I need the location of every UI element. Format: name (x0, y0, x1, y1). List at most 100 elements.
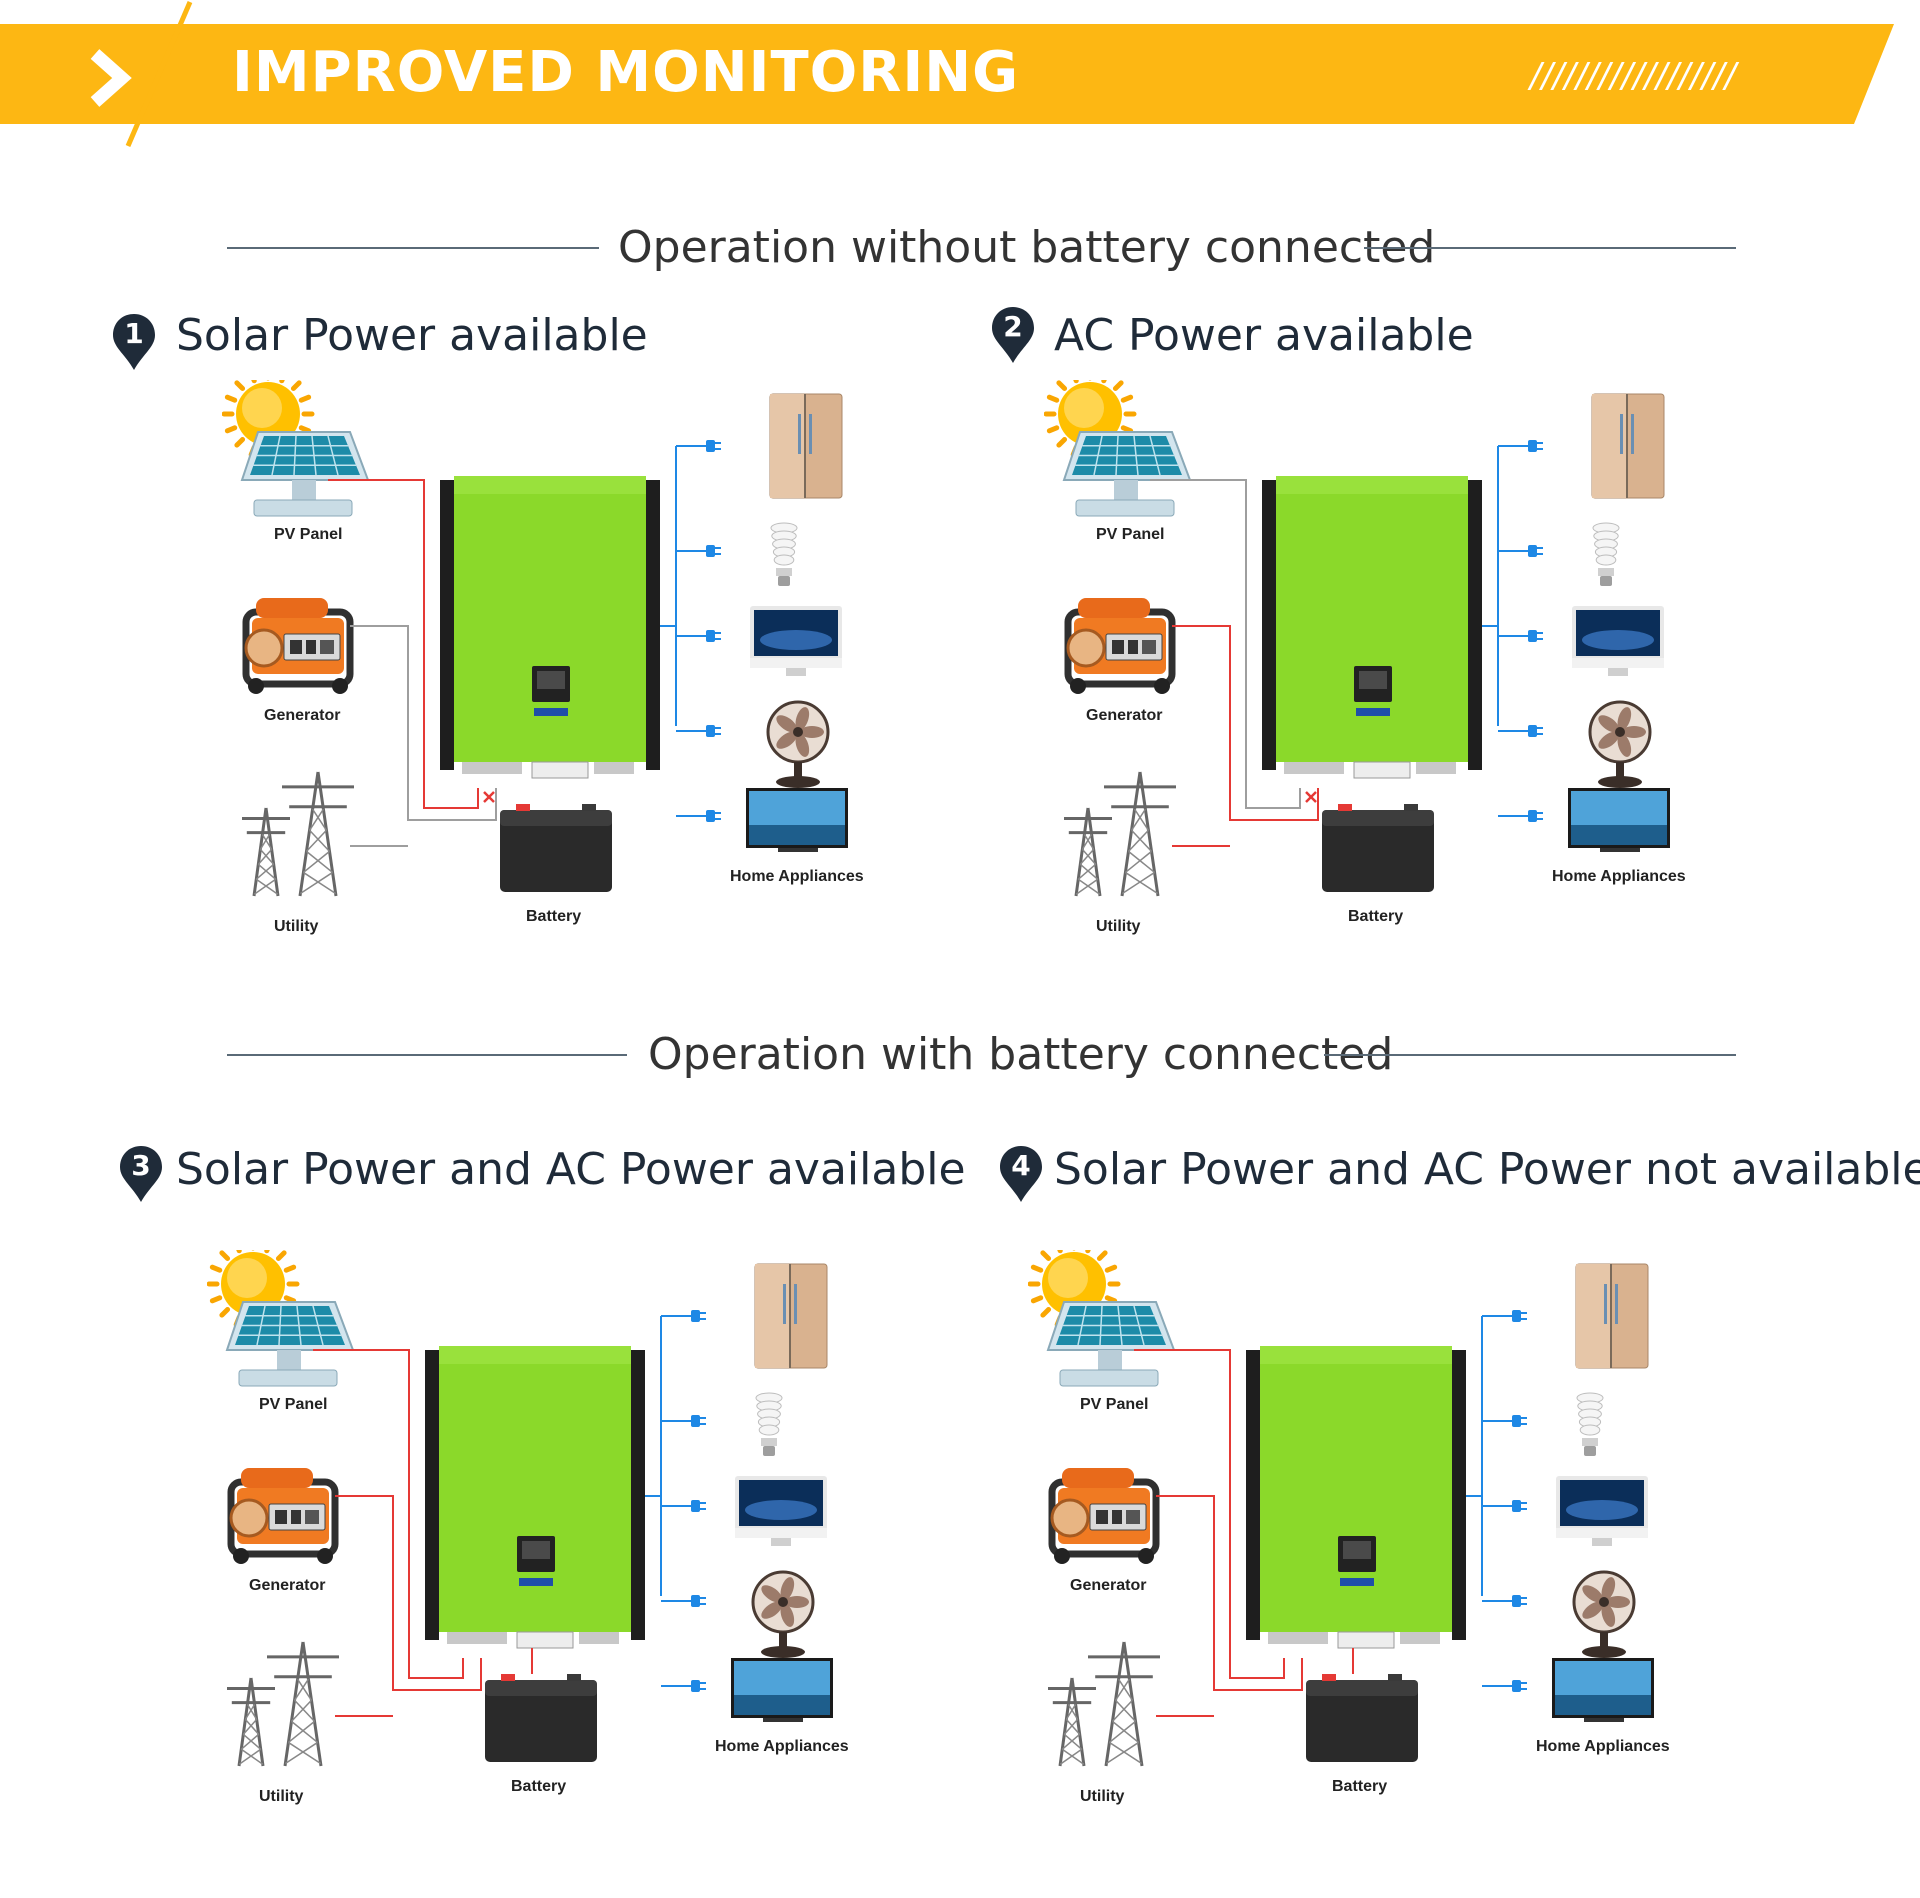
plug-icon (1528, 725, 1543, 737)
tower-brace (259, 834, 271, 850)
battery-negative-terminal (1388, 1674, 1402, 1681)
battery-icon (1306, 1674, 1418, 1762)
section-heading-without-battery: Operation without battery connected (618, 222, 1436, 273)
utility-tower-icon (227, 1641, 339, 1767)
tower-brace (1061, 1748, 1085, 1765)
generator-engine (229, 1498, 269, 1538)
fan-blade (780, 1577, 795, 1601)
utility-label: Utility (1080, 1788, 1125, 1805)
panel-base (253, 499, 353, 517)
fan-stem (779, 1632, 787, 1650)
tower-leg (1120, 771, 1142, 897)
sun-ray (251, 380, 257, 384)
bulb-base (778, 576, 790, 586)
sun-highlight (1064, 388, 1104, 428)
pv-panel-label: PV Panel (259, 1396, 328, 1413)
appliance-wiring (1482, 445, 1530, 817)
disconnected-x-icon (483, 791, 495, 803)
sun-icon (222, 380, 315, 461)
power-tower (242, 807, 290, 897)
generator-outlet (1096, 1510, 1108, 1524)
generator-outlet (1112, 1510, 1122, 1524)
sun-ray (1101, 380, 1107, 384)
fridge-handle (1604, 1284, 1607, 1324)
tower-brace (1114, 1678, 1131, 1701)
plug-icon (1512, 1500, 1527, 1512)
fan-base (776, 776, 820, 788)
x-stroke (483, 791, 495, 803)
bulb-collar (1582, 1438, 1598, 1446)
sun-ray (264, 1250, 270, 1254)
sun-highlight (242, 388, 282, 428)
utility-label: Utility (259, 1788, 304, 1805)
tower-brace (261, 834, 273, 850)
tower-brace (242, 1733, 262, 1750)
tower-brace (1125, 871, 1159, 895)
sun-ray (1120, 425, 1134, 434)
plug-body (691, 1595, 700, 1607)
generator-tank (1062, 1468, 1134, 1488)
bulb-spiral (1579, 1424, 1601, 1436)
inverter-highlight (1276, 476, 1468, 494)
banner-title: IMPROVED MONITORING (232, 40, 1020, 105)
battery-lid (1322, 810, 1434, 826)
tower-leg (1070, 1677, 1086, 1767)
generator-outlet (305, 1510, 319, 1524)
generator-outlet (1128, 640, 1138, 654)
monitor-stand (786, 668, 806, 676)
monitor-icon (1572, 606, 1664, 676)
generator-wheel (1154, 678, 1170, 694)
television-icon (731, 1658, 833, 1722)
power-tower (282, 771, 354, 897)
tv-horizon (1571, 825, 1667, 845)
power-tower (267, 1641, 339, 1767)
monitor-icon (750, 606, 842, 676)
inverter-icon (1262, 476, 1482, 779)
tower-leg (316, 771, 338, 897)
monitor-glow (1582, 630, 1654, 650)
generator-wheel (248, 678, 264, 694)
fridge-handle (783, 1284, 786, 1324)
inverter-logo (534, 708, 568, 716)
fan-blade (1582, 1585, 1604, 1603)
plug-body (706, 545, 715, 557)
generator-outlet (1126, 1510, 1140, 1524)
sun-ray (219, 1306, 231, 1318)
utility-tower-icon (1048, 1641, 1160, 1767)
sun-ray (1112, 380, 1124, 392)
plug-body (706, 440, 715, 452)
tower-brace (1121, 871, 1155, 895)
fan-icon (1572, 1570, 1636, 1658)
plug-icon (691, 1680, 706, 1692)
plug-icon (706, 725, 721, 737)
tower-brace (1075, 878, 1099, 895)
tower-leg (301, 1641, 323, 1767)
fan-icon (751, 1570, 815, 1658)
plug-icon (706, 545, 721, 557)
battery-lid (485, 1680, 597, 1696)
home-appliances-label: Home Appliances (1552, 868, 1686, 885)
tower-brace (238, 1748, 262, 1765)
tower-brace (1109, 1741, 1143, 1765)
tower-brace (1083, 834, 1095, 850)
inverter-screen (1359, 671, 1387, 689)
tower-brace (311, 808, 328, 831)
tower-brace (290, 1699, 313, 1722)
inverter-highlight (439, 1346, 631, 1364)
tv-stand (1584, 1718, 1624, 1722)
diagram-canvas (1028, 1250, 1654, 1767)
fan-base (1598, 776, 1642, 788)
battery-label: Battery (1348, 908, 1404, 925)
tower-brace (293, 1699, 316, 1722)
bulb-spiral (773, 554, 795, 566)
sun-highlight (227, 1258, 267, 1298)
plug-icon (1512, 1595, 1527, 1607)
solar-panel-icon (1028, 1250, 1176, 1387)
plug-icon (1512, 1415, 1527, 1427)
sun-ray (1046, 394, 1060, 403)
chevron-right-icon (90, 49, 132, 107)
fridge-handle (809, 414, 812, 454)
generator-wire (1156, 1495, 1303, 1691)
panel-base (238, 1369, 338, 1387)
bulb-collar (1598, 568, 1614, 576)
